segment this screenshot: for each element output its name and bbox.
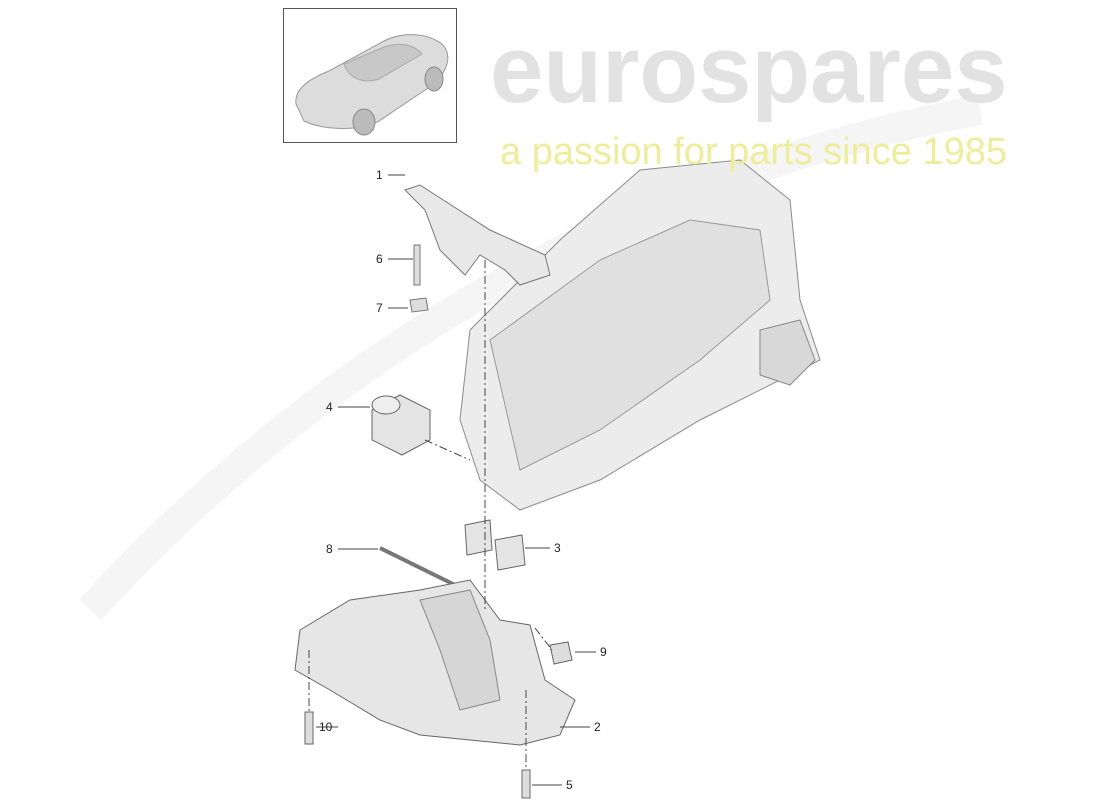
crossmember-part-2 bbox=[294, 579, 576, 746]
callout-7: 7 bbox=[376, 301, 383, 315]
callout-4: 4 bbox=[326, 400, 333, 414]
callout-10: 10 bbox=[319, 720, 333, 734]
vehicle-thumbnail bbox=[283, 8, 457, 143]
car-icon bbox=[295, 34, 449, 136]
callout-5: 5 bbox=[566, 778, 573, 792]
callout-8: 8 bbox=[326, 542, 333, 556]
callout-2: 2 bbox=[594, 720, 601, 734]
callout-3: 3 bbox=[554, 541, 561, 555]
plate-part-3b bbox=[494, 534, 526, 571]
callout-6: 6 bbox=[376, 252, 383, 266]
bolt-part-10 bbox=[304, 711, 314, 745]
callout-9: 9 bbox=[600, 645, 607, 659]
bolt-part-8 bbox=[379, 546, 456, 587]
watermark-swoosh bbox=[78, 95, 983, 621]
transmission-mount-part-4 bbox=[371, 394, 431, 456]
bracket-part-1 bbox=[404, 184, 551, 286]
callout-1: 1 bbox=[376, 168, 383, 182]
leader-lines bbox=[316, 174, 596, 786]
bolt-part-5 bbox=[521, 769, 531, 799]
nut-part-9 bbox=[549, 641, 573, 665]
stud-part-6 bbox=[413, 244, 421, 286]
plate-part-3a bbox=[464, 519, 493, 556]
nut-part-7 bbox=[409, 297, 429, 313]
transmission-housing bbox=[459, 159, 821, 511]
assembly-lines bbox=[308, 260, 553, 770]
crossmember-center-rib bbox=[419, 589, 501, 711]
